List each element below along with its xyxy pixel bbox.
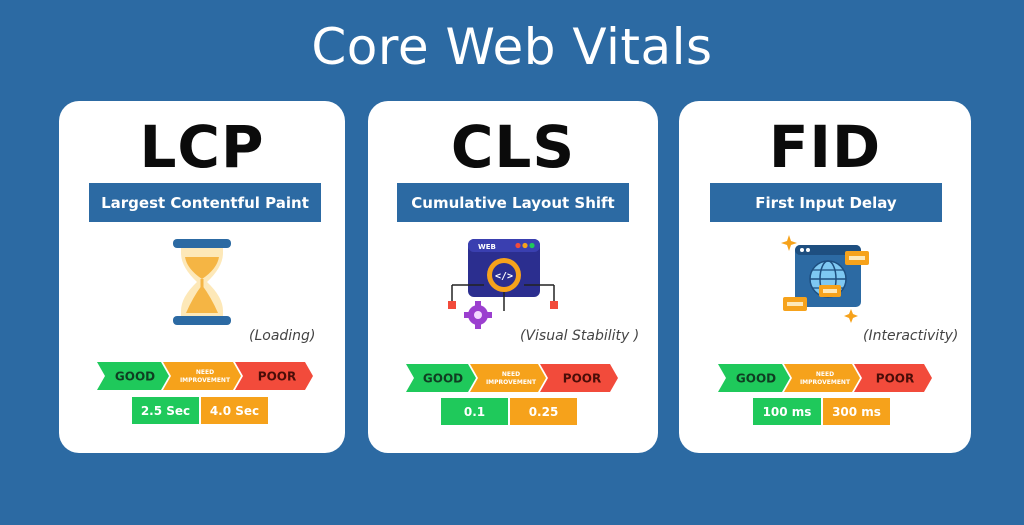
poor-threshold: 300 ms (823, 398, 890, 425)
rating-scale: GOOD NEED IMPROVEMENT POOR (718, 364, 932, 397)
metric-category-note: (Interactivity) (863, 328, 959, 344)
metric-full-name: First Input Delay (710, 183, 942, 222)
need-label-line1: NEED (196, 369, 214, 376)
good-threshold: 0.1 (441, 398, 508, 425)
metric-full-name: Largest Contentful Paint (89, 183, 321, 222)
need-label-line2: IMPROVEMENT (486, 379, 537, 386)
lcp-card: LCP Largest Contentful Paint (Loading) G… (59, 101, 345, 453)
good-threshold: 2.5 Sec (132, 397, 199, 424)
poor-label: POOR (876, 372, 914, 386)
metric-category-note: (Loading) (249, 328, 316, 344)
need-label-line1: NEED (502, 371, 520, 378)
good-threshold: 100 ms (753, 398, 821, 425)
web-code-window-icon: WEB </> (444, 235, 564, 336)
poor-label: POOR (563, 372, 601, 386)
globe-browser-window-icon (775, 231, 885, 332)
metric-full-name: Cumulative Layout Shift (397, 183, 629, 222)
need-label-line2: IMPROVEMENT (180, 377, 231, 384)
metric-abbreviation: CLS (450, 113, 576, 181)
poor-label: POOR (258, 370, 296, 384)
good-label: GOOD (736, 372, 776, 386)
metric-abbreviation: FID (768, 113, 882, 181)
web-label: WEB (478, 243, 496, 251)
page-title: Core Web Vitals (311, 18, 713, 76)
need-label-line2: IMPROVEMENT (800, 379, 851, 386)
good-label: GOOD (115, 370, 155, 384)
rating-scale: GOOD NEED IMPROVEMENT POOR (97, 362, 313, 395)
good-label: GOOD (423, 372, 463, 386)
poor-threshold: 0.25 (510, 398, 577, 425)
fid-card: FID First Input Delay (Interactivity) (679, 101, 971, 453)
poor-threshold: 4.0 Sec (201, 397, 268, 424)
rating-scale: GOOD NEED IMPROVEMENT POOR (406, 364, 618, 397)
hourglass-icon (171, 237, 233, 332)
svg-text:</>: </> (495, 271, 513, 282)
cls-card: CLS Cumulative Layout Shift WEB </> (368, 101, 658, 453)
metric-abbreviation: LCP (139, 113, 265, 181)
metric-category-note: (Visual Stability ) (520, 328, 640, 344)
need-label-line1: NEED (816, 371, 834, 378)
